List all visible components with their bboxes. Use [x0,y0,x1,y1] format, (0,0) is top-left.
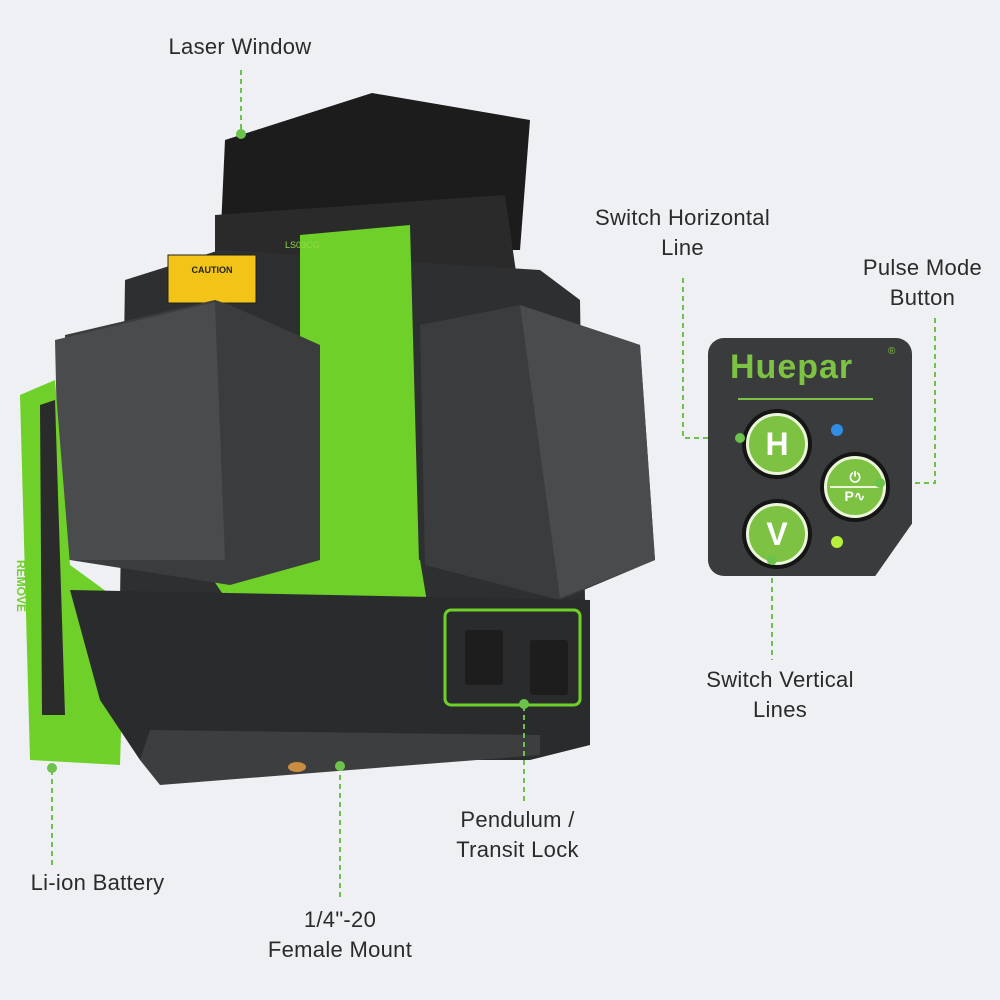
label-mount: 1/4"-20 Female Mount [240,905,440,965]
caution-label [167,254,257,304]
lock-switch-left [465,630,503,685]
label-switch-horizontal: Switch Horizontal Line [570,203,795,263]
battery-text-remove: REMOVE [14,560,28,613]
label-line: Switch Vertical [706,667,854,692]
label-pendulum-lock: Pendulum / Transit Lock [430,805,605,865]
power-icon: ⏻ [849,469,861,485]
label-switch-vertical: Switch Vertical Lines [680,665,880,725]
brand-logo: Huepar [730,348,854,386]
registered-mark: ® [888,346,896,357]
battery-label-area [40,400,65,715]
base-bottom [140,730,540,785]
caution-text: CAUTION [192,265,233,275]
label-line: Pulse Mode [862,255,983,280]
horizontal-led [831,424,843,436]
lock-switch-right[interactable] [530,640,568,695]
label-pulse-mode: Pulse Mode Button [840,253,1000,313]
pendulum-lock-frame [443,608,582,707]
brand-underline [738,398,873,400]
vertical-lines-button[interactable]: V [746,503,808,565]
label-battery: Li-ion Battery [30,870,165,895]
label-line: Switch Horizontal [594,205,771,230]
battery-side-text: hium Ion Battery REMOVE [14,560,41,655]
label-laser-window: Laser Window [168,34,312,59]
base [70,590,590,760]
green-frame [300,225,420,600]
model-text: LS03CG [285,240,320,250]
label-line: Pendulum / [460,807,575,832]
female-mount [288,762,306,772]
left-window-cover [55,302,225,560]
vertical-led [831,536,843,548]
button-divider [830,486,880,488]
label-line: Line [661,235,704,260]
pulse-mode-button[interactable]: ⏻ P∿ [824,456,886,518]
right-window-cover [520,305,655,598]
label-line: Female Mount [267,937,413,962]
horizontal-line-button[interactable]: H [746,413,808,475]
pulse-icon: P∿ [844,488,866,504]
label-line: Lines [752,697,808,722]
battery-text-line1: hium Ion Battery [27,560,41,655]
label-line: Button [889,285,956,310]
label-line: Transit Lock [456,837,579,862]
label-line: 1/4"-20 [303,907,377,932]
control-panel: Huepar ® H V ⏻ P∿ [708,338,912,576]
